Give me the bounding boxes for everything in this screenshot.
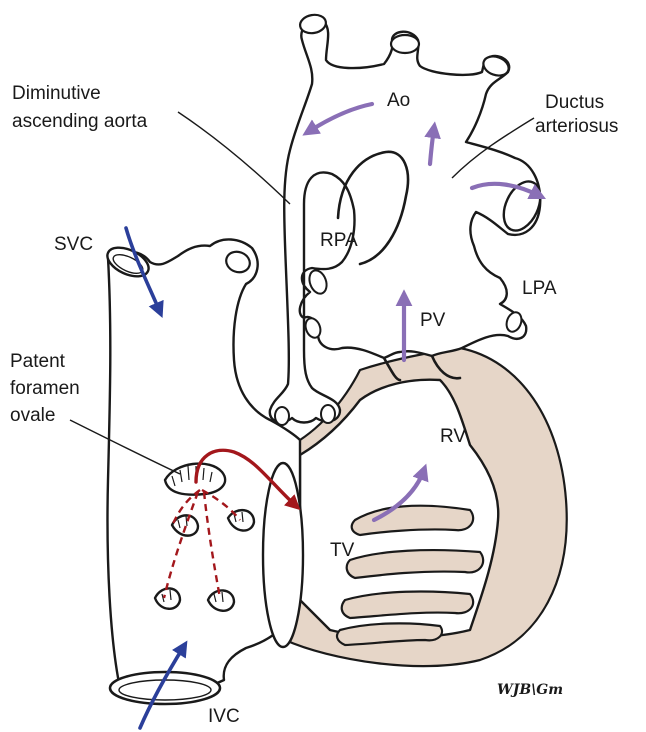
label-ductus-arteriosus-line1: Ductus	[545, 92, 604, 113]
tricuspid-annulus	[263, 463, 303, 647]
leader-line	[178, 112, 290, 204]
label-rpa: RPA	[320, 230, 358, 251]
label-ductus-arteriosus-line2: arteriosus	[535, 116, 618, 137]
label-diminutive-ascending-aorta-line2: ascending aorta	[12, 111, 148, 132]
label-rv: RV	[440, 426, 466, 447]
vessel-opening	[321, 405, 335, 423]
vessel-opening	[391, 35, 419, 53]
label-ao: Ao	[387, 90, 410, 111]
label-patent-foramen-ovale-line3: ovale	[10, 405, 55, 426]
label-ivc: IVC	[208, 706, 240, 727]
label-tv: TV	[330, 540, 355, 561]
artist-signature: WJB\Gm	[497, 682, 563, 698]
label-diminutive-ascending-aorta-line1: Diminutive	[12, 83, 101, 104]
label-svc: SVC	[54, 234, 93, 255]
vessel-opening	[275, 407, 289, 425]
label-patent-foramen-ovale-line1: Patent	[10, 351, 66, 372]
label-lpa: LPA	[522, 278, 557, 299]
label-patent-foramen-ovale-line2: foramen	[10, 378, 80, 399]
label-pv: PV	[420, 310, 446, 331]
